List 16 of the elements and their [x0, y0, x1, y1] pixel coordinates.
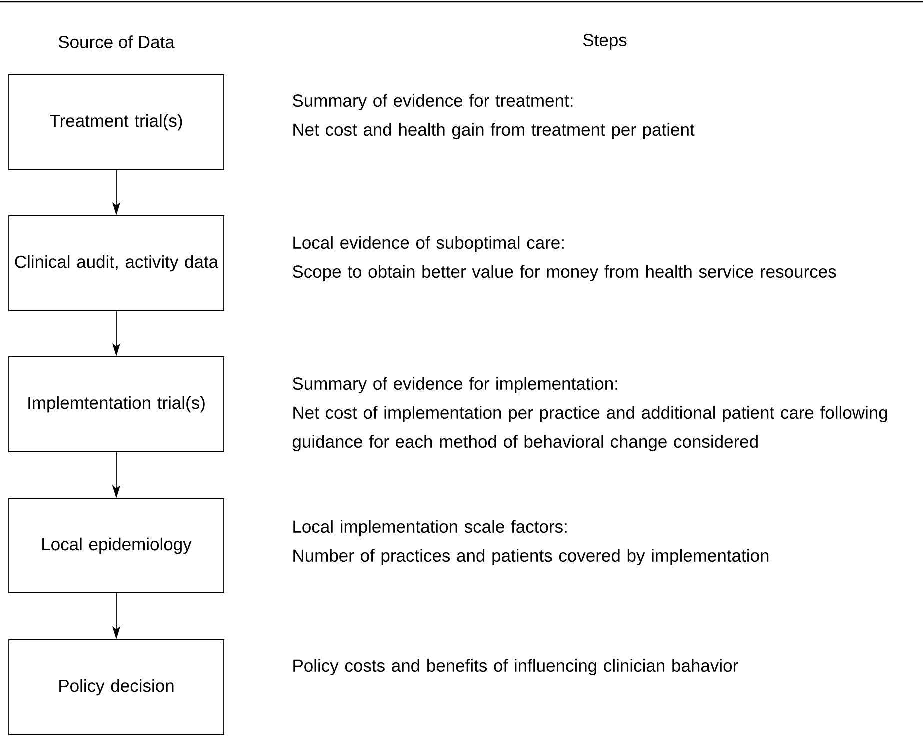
column-heading: Steps [583, 34, 627, 50]
column-heading: Source of Data [58, 36, 175, 48]
process-box: Clinical audit, activity data [8, 216, 224, 312]
step-description: Number of practices and patients covered by implementation [294, 549, 769, 566]
step-description: Scope to obtain better value for money from health service resources [293, 265, 836, 282]
step-heading: Local evidence of suboptimal care: [294, 236, 564, 253]
step-heading: Summary of evidence for treatment: [293, 94, 573, 111]
step-description: Net cost and health gain from treatment per patient [294, 123, 695, 140]
process-box: Policy decision [8, 640, 224, 736]
process-box: Treatment trial(s) [8, 74, 224, 170]
process-box: Local epidemiology [8, 498, 224, 594]
step-heading: Local implementation scale factors: [294, 520, 567, 537]
step-heading: Summary of evidence for implementation: [293, 377, 618, 394]
step-description: Policy costs and benefits of influencing clinician bahavior [294, 659, 738, 676]
step-description: Net cost of implementation per practice and additional patient care following guidance for each method of behavioral change considered [292, 406, 888, 452]
process-box: Implemtentation trial(s) [8, 356, 224, 452]
